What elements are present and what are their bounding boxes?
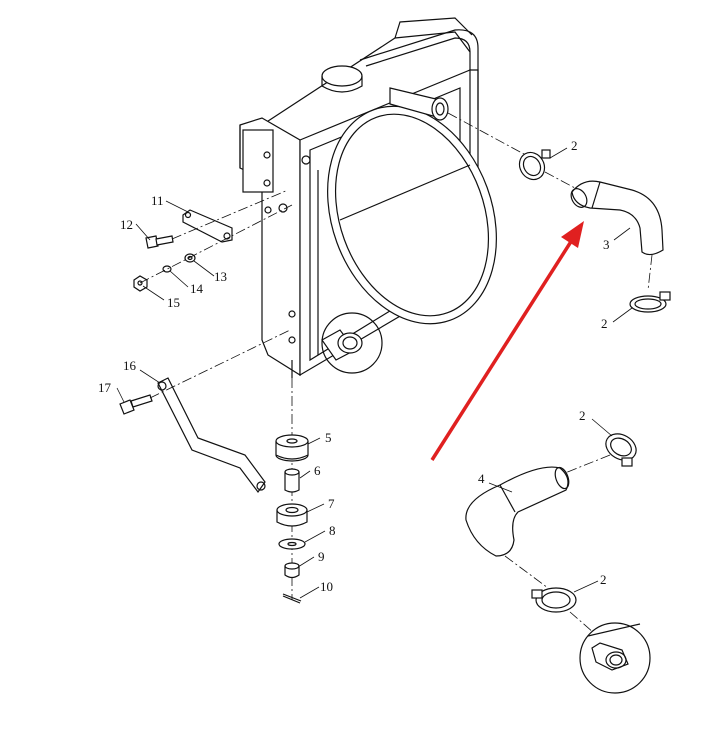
part-16-brace bbox=[157, 377, 266, 494]
part-12-bolt bbox=[145, 235, 174, 249]
callout-12: 12 bbox=[120, 217, 133, 232]
callout-13: 13 bbox=[214, 269, 227, 284]
callout-14: 14 bbox=[190, 281, 204, 296]
part-4-lower-hose bbox=[465, 466, 570, 557]
callout-9: 9 bbox=[318, 549, 325, 564]
callout-4: 4 bbox=[478, 471, 485, 486]
part-6-sleeve bbox=[284, 468, 300, 493]
detail-view-circle bbox=[579, 622, 651, 694]
callout-3: 3 bbox=[603, 237, 610, 252]
callout-7: 7 bbox=[328, 496, 335, 511]
callout-10: 10 bbox=[320, 579, 333, 594]
radiator-assembly bbox=[239, 17, 497, 378]
callout-6: 6 bbox=[314, 463, 321, 478]
callout-2-mid: 2 bbox=[579, 408, 586, 423]
callout-8: 8 bbox=[329, 523, 336, 538]
part-2-clamp-right bbox=[629, 291, 671, 313]
part-2-clamp-upper bbox=[518, 149, 551, 181]
callout-labels: 11 12 13 14 15 16 17 5 6 7 8 9 10 2 3 2 … bbox=[98, 138, 610, 594]
part-8-washer bbox=[278, 538, 306, 550]
callout-11: 11 bbox=[151, 193, 164, 208]
callout-2-right: 2 bbox=[601, 316, 608, 331]
part-2-clamp-lower bbox=[531, 587, 577, 613]
part-15-nut bbox=[133, 275, 148, 292]
leader-lines bbox=[116, 147, 633, 599]
part-7-rubber-mount bbox=[276, 503, 308, 527]
red-indicator-arrow bbox=[430, 221, 584, 461]
callout-17: 17 bbox=[98, 380, 112, 395]
part-14-lockwasher bbox=[162, 265, 172, 273]
part-5-rubber-mount bbox=[275, 434, 309, 462]
part-10-cotter-pin bbox=[282, 593, 302, 604]
callout-2-lower: 2 bbox=[600, 572, 607, 587]
part-9-castle-nut bbox=[284, 562, 300, 579]
part-3-upper-hose bbox=[570, 180, 664, 256]
callout-15: 15 bbox=[167, 295, 180, 310]
part-11-bracket bbox=[182, 209, 233, 243]
part-17-bolt bbox=[119, 394, 153, 415]
part-2-clamp-mid bbox=[605, 433, 637, 467]
callout-5: 5 bbox=[325, 430, 332, 445]
callout-2-upper: 2 bbox=[571, 138, 578, 153]
callout-16: 16 bbox=[123, 358, 137, 373]
